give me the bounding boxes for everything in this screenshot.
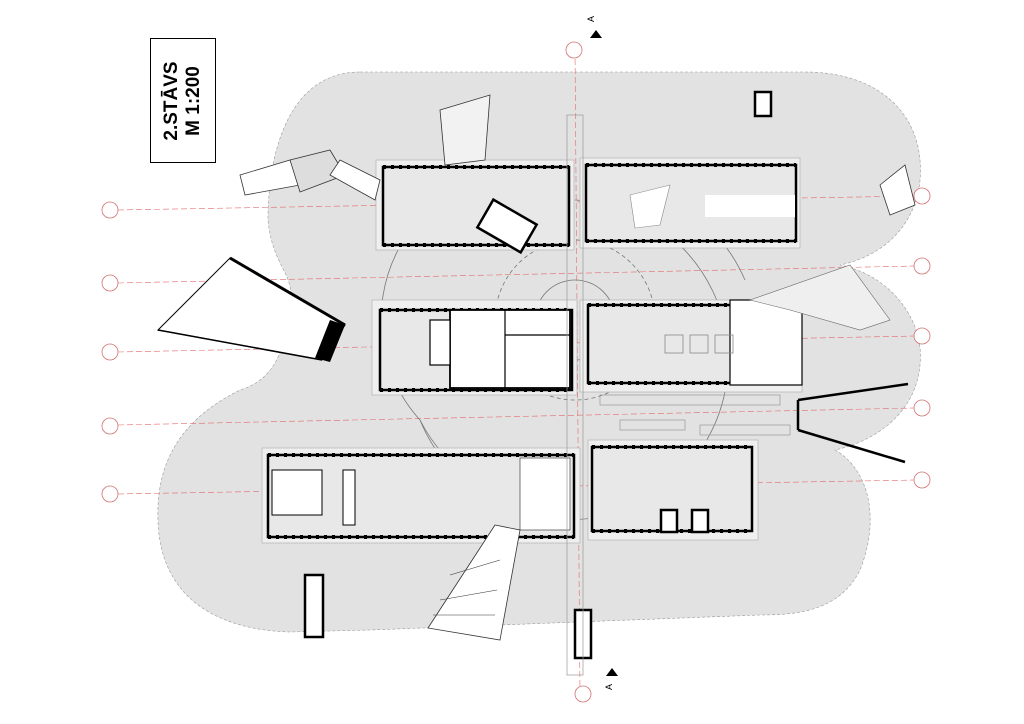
left-wing: [156, 256, 346, 362]
block-upper-right: [579, 157, 801, 249]
section-mark-top: A: [586, 16, 602, 38]
title-box: 2.STĀVS M 1:200: [150, 38, 216, 163]
title-text: 2.STĀVS M 1:200: [161, 61, 205, 140]
shaft-top-right: [753, 90, 773, 118]
svg-text:A: A: [586, 16, 596, 22]
roof-panel-top: [439, 94, 491, 166]
block-lower-right: [587, 439, 759, 541]
block-lower-left: [261, 447, 581, 544]
corridors: [566, 114, 791, 676]
bridge-right: [748, 264, 891, 331]
shaft-bottom-left: [303, 573, 325, 639]
block-upper-left: [375, 159, 575, 255]
right-wing: [796, 382, 909, 464]
stair-bottom-fan: [427, 524, 521, 641]
section-mark-bottom: A: [604, 668, 618, 690]
block-middle-left: [371, 299, 578, 396]
block-middle-right: [579, 299, 803, 393]
svg-text:A: A: [604, 684, 614, 690]
floor-label: 2.STĀVS: [161, 60, 182, 141]
stair-top-left: [239, 149, 381, 201]
scale-label: M 1:200: [183, 65, 204, 136]
axis-circles: [101, 41, 931, 703]
stair-top-right: [879, 164, 916, 216]
